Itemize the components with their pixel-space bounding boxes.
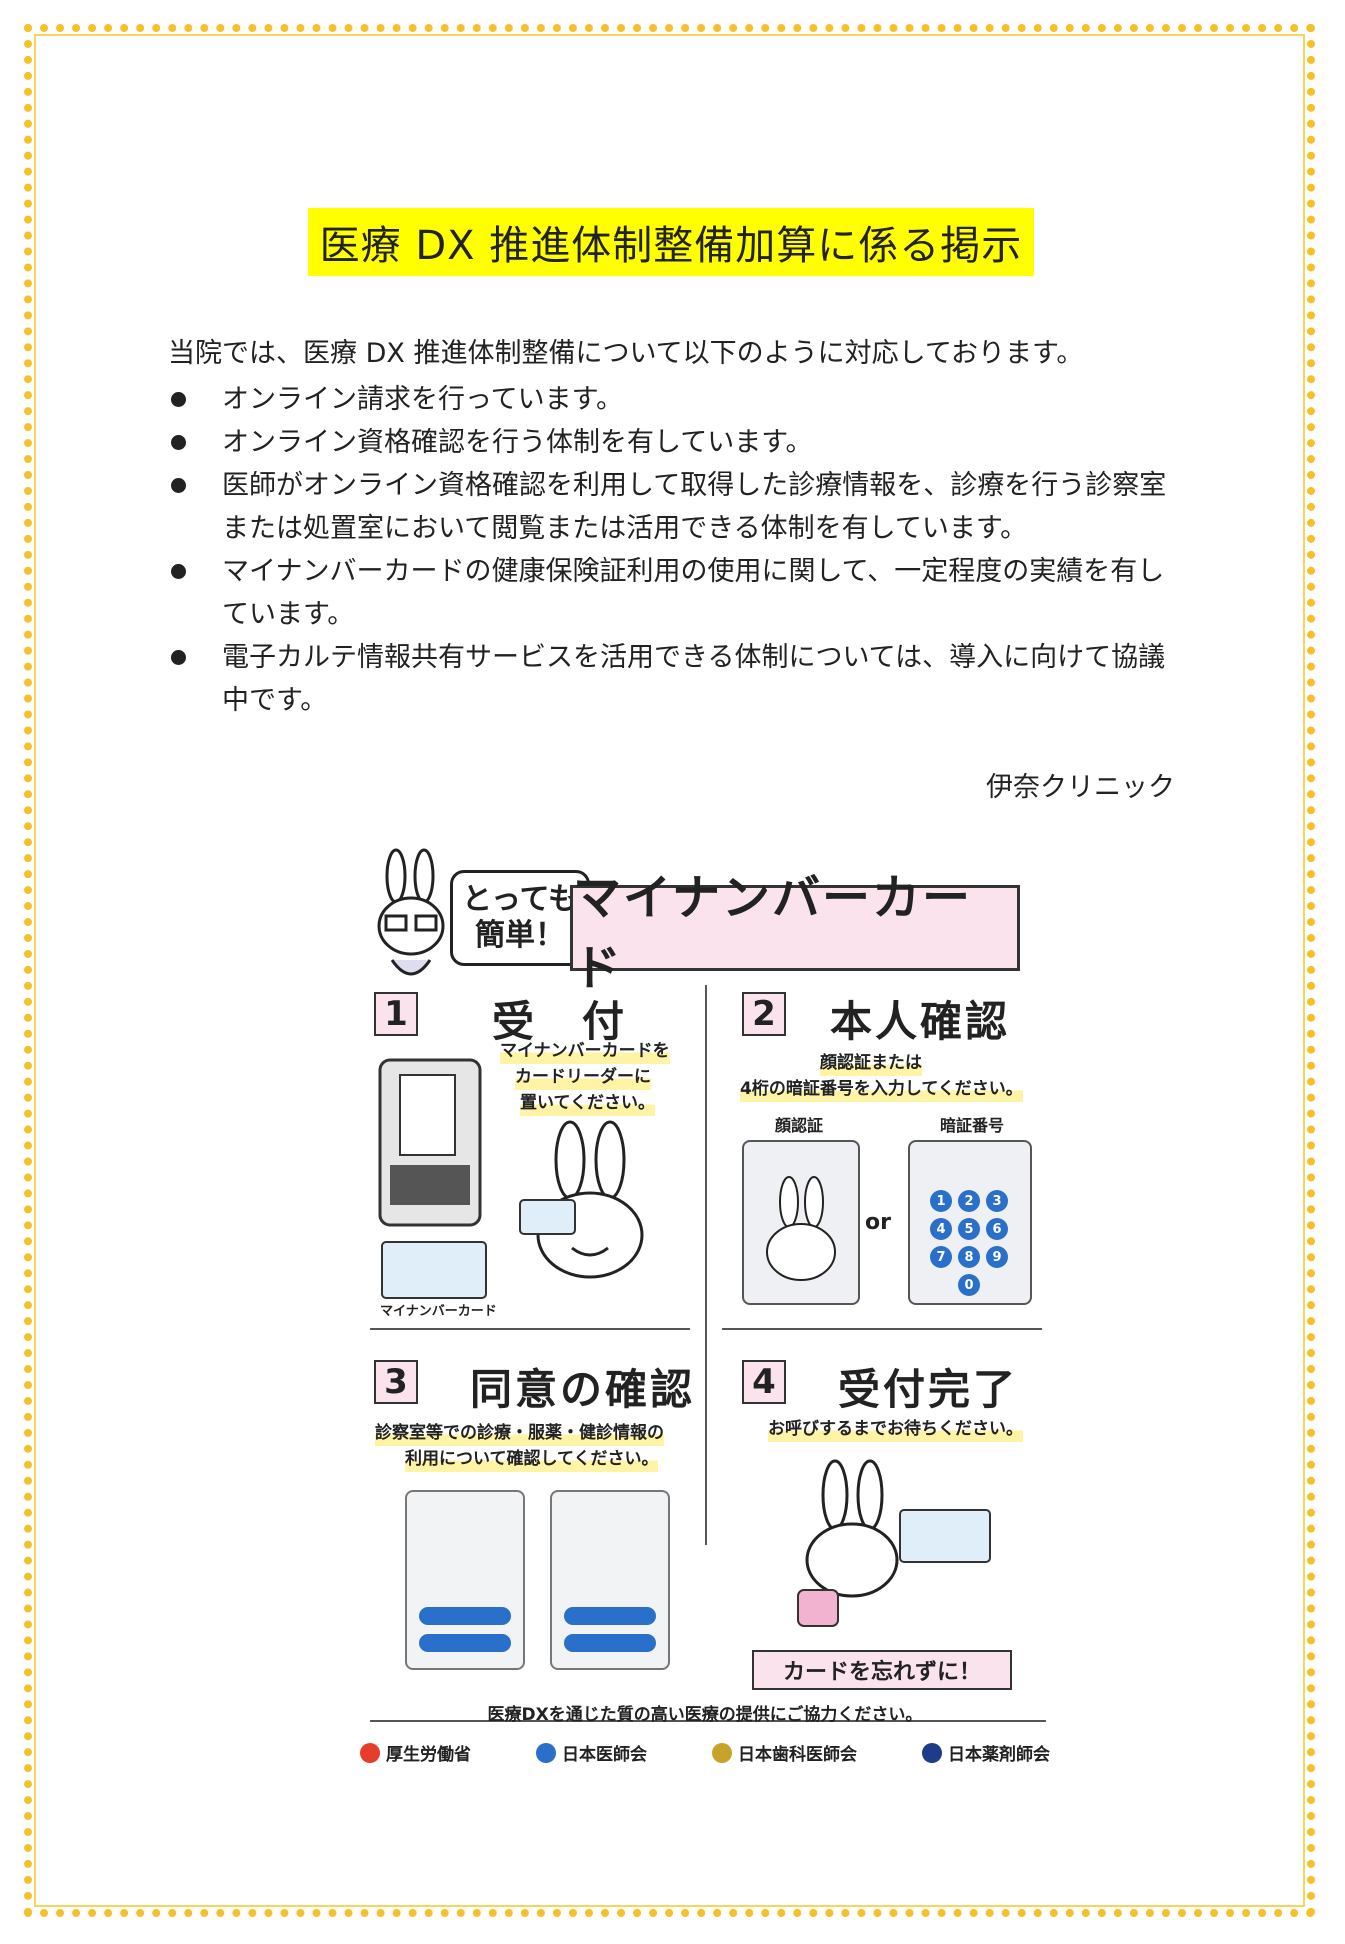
key-2: 2 [958,1190,980,1212]
rabbit-holding-card-icon [519,1120,644,1279]
step-3-desc-line: 利用について確認してください。 [405,1446,659,1472]
logos-row: 厚生労働省 日本医師会 日本歯科医師会 日本薬剤師会 [360,1740,1050,1765]
key-6: 6 [986,1218,1008,1240]
intro-text: 当院では、医療 DX 推進体制整備について以下のように対応しております。 [168,338,1084,369]
rabbit-mascot-icon [377,848,445,976]
key-8: 8 [958,1246,980,1268]
key-7: 7 [930,1246,952,1268]
mynumber-poster: とっても 簡単！ マイナンバーカード 1 受 付 マイナンバーカードを カードリ… [360,840,1050,1790]
step-3-title: 同意の確認 [470,1365,696,1414]
logo-mhlw: 厚生労働省 [360,1740,471,1765]
step-1-desc-line: 置いてください。 [520,1090,655,1116]
bullet-dot-icon [171,564,186,579]
rabbit-face-icon [766,1176,836,1281]
divider [370,1720,1046,1722]
easy-badge: とっても 簡単！ [450,870,590,966]
key-5: 5 [958,1218,980,1240]
consent-button [564,1634,656,1652]
divider [722,1328,1042,1330]
step-4-number: 4 [742,1360,786,1404]
bullet-list: オンライン請求を行っています。 オンライン資格確認を行う体制を有しています。 医… [168,378,1178,722]
jpa-logo-icon [922,1742,942,1763]
or-text: or [865,1210,891,1235]
list-item: マイナンバーカードの健康保険証利用の使用に関して、一定程度の実績を有しています。 [168,550,1178,636]
page-frame-inner [34,34,1305,1907]
list-item: 電子カルテ情報共有サービスを活用できる体制については、導入に向けて協議中です。 [168,636,1178,722]
divider [370,1328,690,1330]
rabbit-walking-icon [797,1459,991,1627]
face-auth-screen [742,1140,860,1305]
step-2-number: 2 [742,992,786,1036]
step-3-number: 3 [374,1360,418,1404]
logo-jma: 日本医師会 [536,1740,647,1765]
poster-footer: 医療DXを通じた質の高い医療の提供にご協力ください。 [487,1705,923,1725]
bullet-dot-icon [171,650,186,665]
key-4: 4 [930,1218,952,1240]
page-frame [24,24,1315,1917]
card-reader-icon [378,1058,482,1227]
jma-logo-icon [536,1742,556,1763]
bullet-dot-icon [171,392,186,407]
step-2-title: 本人確認 [830,997,1011,1046]
logo-jpa: 日本薬剤師会 [922,1740,1050,1765]
step-1-desc-line: カードリーダーに [515,1064,651,1090]
consent-screen [405,1490,525,1670]
card-label: マイナンバーカード [380,1304,497,1319]
logo-jda: 日本歯科医師会 [712,1740,857,1765]
key-1: 1 [930,1190,952,1212]
key-0: 0 [958,1274,980,1296]
bullet-dot-icon [171,478,186,493]
consent-button [419,1607,511,1625]
face-auth-label: 顔認証 [775,1116,824,1135]
step-1-title: 受 付 [492,997,628,1046]
step-2-desc-line: 顔認証または [820,1050,922,1076]
step-4-desc-line: お呼びするまでお待ちください。 [768,1416,1023,1442]
reminder-box: カードを忘れずに！ [752,1650,1012,1690]
poster-headline: マイナンバーカード [570,870,1020,996]
bullet-dot-icon [171,435,186,450]
key-3: 3 [986,1190,1008,1212]
step-1-number: 1 [374,992,418,1036]
clinic-name: 伊奈クリニック [986,772,1175,803]
mynumber-card-icon [381,1241,487,1299]
list-item: オンライン請求を行っています。 [168,378,1178,421]
step-3-desc-line: 診察室等での診療・服薬・健診情報の [375,1420,664,1446]
page-title: 医療 DX 推進体制整備加算に係る掲示 [308,208,1034,276]
consent-screen [550,1490,670,1670]
list-item: 医師がオンライン資格確認を利用して取得した診療情報を、診療を行う診察室または処置… [168,464,1178,550]
divider [705,985,707,1545]
jda-logo-icon [712,1742,732,1763]
step-1-desc-line: マイナンバーカードを [500,1038,670,1064]
step-2-desc-line: 4桁の暗証番号を入力してください。 [740,1076,1023,1102]
pin-pad-screen: 1 2 3 4 5 6 7 8 9 0 [908,1140,1032,1305]
mhlw-logo-icon [360,1742,380,1763]
consent-button [419,1634,511,1652]
consent-button [564,1607,656,1625]
step-4-title: 受付完了 [838,1365,1019,1414]
pin-label: 暗証番号 [940,1116,1005,1135]
list-item: オンライン資格確認を行う体制を有しています。 [168,421,1178,464]
key-9: 9 [986,1246,1008,1268]
